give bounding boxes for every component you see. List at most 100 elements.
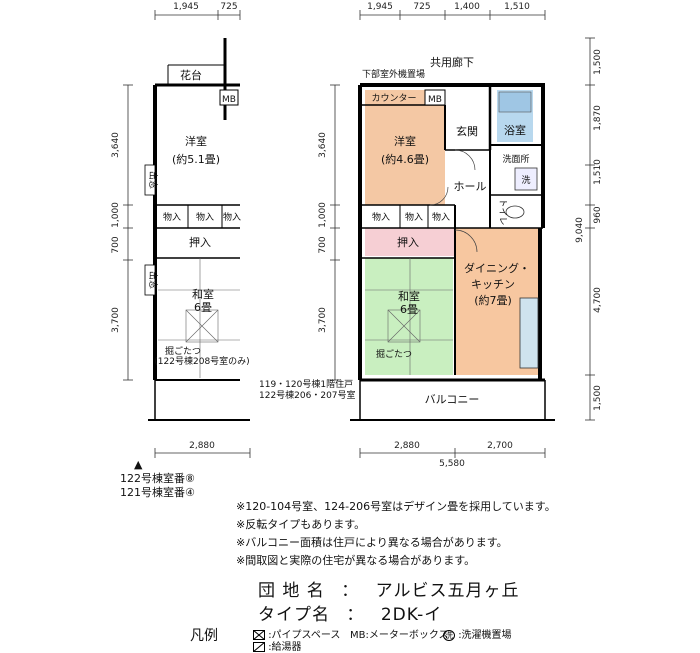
- legend-title: 凡例: [190, 628, 218, 644]
- legend-washer-label: :洗濯機置場: [458, 630, 512, 641]
- bath-label: 浴室: [504, 123, 526, 137]
- counter-label: カウンター: [371, 93, 416, 104]
- legend-mb: MB:メーターボックス: [350, 630, 449, 641]
- japanese-room-size: 6畳: [400, 303, 418, 316]
- variant-flowerbed-label: 花台: [180, 68, 202, 82]
- room-number-reference: ▲ 122号棟室番⑧ 121号棟室番④: [120, 458, 195, 500]
- kotatsu-label: 掘ごたつ: [376, 348, 412, 360]
- variant-mb-box: [219, 89, 239, 106]
- legend-pipe-space: :パイプスペース: [252, 626, 341, 641]
- variant-storage-label-2: 物入: [196, 211, 214, 223]
- variant-dim-left-2: 1,000: [111, 202, 121, 228]
- note-4: ※間取図と実際の住宅が異なる場合があります。: [236, 554, 476, 567]
- variant-dim-left-1: 3,640: [111, 132, 121, 158]
- room-number-line-2: 121号棟室番④: [120, 486, 195, 499]
- mb-box: [424, 89, 446, 106]
- dim-top-3: 1,400: [454, 2, 480, 12]
- western-room-size: (約4.6畳): [381, 152, 429, 166]
- hall-label: ホール: [454, 180, 487, 193]
- dim-right-1: 1,500: [593, 49, 603, 75]
- door-swings: [429, 149, 478, 253]
- japanese-room-fill: [365, 258, 453, 375]
- variant-walls: [148, 38, 250, 421]
- variant-storage-label-3: 物入: [223, 211, 241, 223]
- dining-size: (約7畳): [474, 293, 512, 307]
- storage-label-1: 物入: [372, 211, 390, 223]
- corridor-label: 共用廊下: [430, 55, 474, 69]
- estate-name-row: 団 地 名 ： アルビス五月ヶ丘: [258, 576, 519, 601]
- variant-kotatsu-label: 掘ごたつ: [165, 345, 201, 357]
- storage-label-2: 物入: [405, 211, 423, 223]
- estate-colon: ：: [341, 581, 360, 601]
- tatami-grid: [365, 258, 453, 375]
- dim-left-3: 700: [318, 236, 328, 253]
- washroom-label: 洗面所: [502, 153, 529, 165]
- legend-pipe-space-label: :パイプスペース: [268, 630, 341, 641]
- variant-dim-bottom: 2,880: [189, 441, 215, 451]
- dim-right-total: 9,040: [575, 217, 585, 243]
- floor-note-2: 122号棟206・207号室: [259, 389, 356, 401]
- variant-kotatsu-note: (122号棟208号室のみ): [154, 355, 249, 367]
- variant-dim-left-3: 700: [111, 236, 121, 253]
- variant-japanese-room-size: 6畳: [194, 301, 212, 314]
- variant-dim-left-4: 3,700: [111, 307, 121, 333]
- variant-bay-window-label-2: 出窓: [147, 271, 159, 289]
- bathtub: [498, 91, 532, 113]
- variant-bay-window-label-1: 出窓: [147, 171, 159, 189]
- dim-left-4: 3,700: [318, 307, 328, 333]
- counter-fill: [365, 90, 425, 105]
- kitchen-counter: [519, 297, 539, 369]
- dim-right-3: 1,510: [593, 159, 603, 185]
- legend-water-heater: :給湯器: [252, 638, 302, 653]
- room-number-marker: ▲: [134, 458, 143, 471]
- dining-label-2: キッチン: [471, 278, 515, 291]
- room-number-line-1: 122号棟室番⑧: [120, 472, 195, 485]
- estate-label: 団 地 名: [258, 581, 325, 601]
- water-heater-icon: [252, 641, 266, 653]
- dining-label-1: ダイニング・: [464, 261, 530, 275]
- floor-plan: 1,945 725 1,400 1,510 1,500 1,870 1,510 …: [111, 2, 603, 469]
- variant-mb-label: MB: [222, 95, 236, 105]
- type-value: 2DK-イ: [380, 605, 443, 625]
- toilet-label: トイレ: [497, 198, 507, 225]
- variant-storage-label-1: 物入: [163, 211, 181, 223]
- variant-tatami-grid: [158, 258, 240, 378]
- main-walls: [350, 83, 555, 421]
- variant-bay-window-2: [144, 264, 156, 296]
- dim-top-4: 1,510: [504, 2, 530, 12]
- western-room-fill: [365, 105, 445, 205]
- note-2: ※反転タイプもあります。: [236, 518, 366, 531]
- note-3: ※バルコニー面積は住戸により異なる場合があります。: [236, 536, 508, 549]
- type-label: タイプ名: [258, 605, 330, 625]
- variant-dim-top-2: 725: [220, 2, 237, 12]
- variant-japanese-room-name: 和室: [192, 287, 214, 301]
- type-name-row: タイプ名 ： 2DK-イ: [258, 600, 442, 625]
- floor-note-1: 119・120号棟1階住戸: [259, 378, 353, 390]
- variant-closet-label: 押入: [189, 235, 211, 249]
- outdoor-unit-label: 下部室外機置場: [362, 68, 425, 80]
- storage-label-3: 物入: [432, 211, 450, 223]
- dim-right-5: 4,700: [593, 287, 603, 313]
- toilet-fixture: [505, 205, 525, 219]
- note-1: ※120-104号室、124-206号室はデザイン畳を採用しています。: [236, 500, 556, 513]
- dim-right-6: 1,500: [593, 385, 603, 411]
- entrance-label: 玄関: [456, 124, 478, 138]
- type-colon: ：: [346, 605, 365, 625]
- mb-label: MB: [428, 95, 442, 105]
- balcony-label: バルコニー: [425, 393, 480, 406]
- closet-label: 押入: [397, 235, 419, 249]
- legend-water-heater-label: :給湯器: [268, 642, 302, 653]
- japanese-room-name: 和室: [398, 289, 420, 303]
- dim-top-1: 1,945: [367, 2, 393, 12]
- washer-icon: 洗: [443, 630, 455, 641]
- legend-washer: 洗 :洗濯機置場: [443, 626, 512, 641]
- variant-bay-window-1: [144, 164, 156, 196]
- dim-bottom-total: 5,580: [439, 459, 465, 469]
- dim-right-2: 1,870: [593, 105, 603, 131]
- washer-symbol: 洗: [521, 174, 530, 186]
- dim-bottom-2: 2,700: [487, 441, 513, 451]
- dimension-lines: [123, 10, 595, 458]
- variant-western-room-name: 洋室: [185, 134, 207, 148]
- western-room-name: 洋室: [394, 134, 416, 148]
- dim-left-2: 1,000: [318, 202, 328, 228]
